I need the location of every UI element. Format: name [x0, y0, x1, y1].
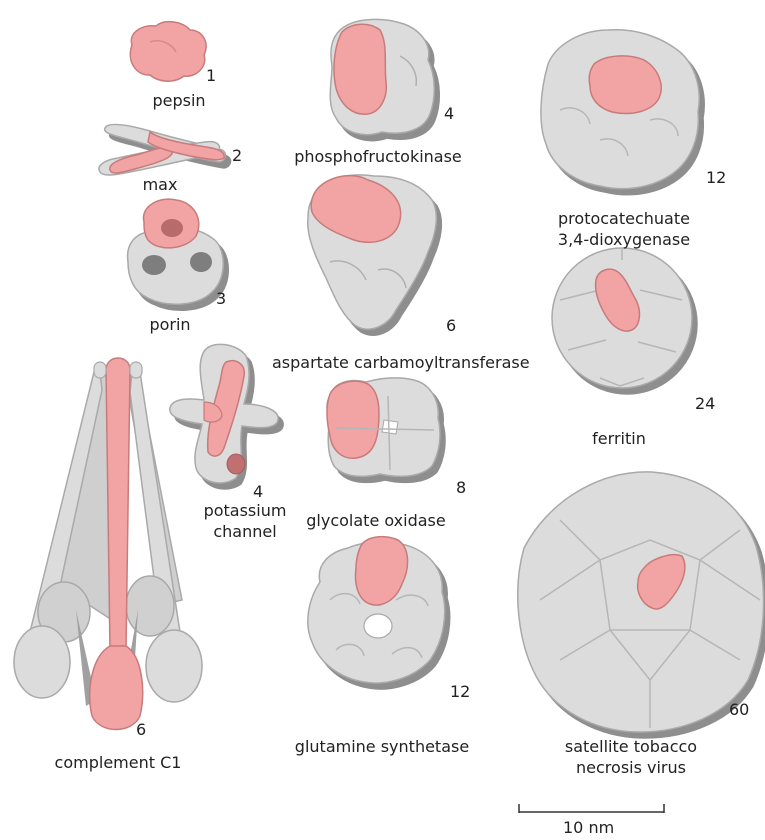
ferritin-count: 24 [695, 394, 715, 414]
potassium-channel-label-line2: channel [198, 521, 292, 542]
protocatechuate-dioxygenase-label-line2: 3,4-dioxygenase [554, 229, 694, 250]
complement-c1-label: complement C1 [28, 752, 208, 773]
max-label: max [130, 174, 190, 195]
potassium-channel-structure [170, 344, 278, 483]
scale-bar [519, 804, 664, 813]
aspartate-carbamoyltransferase-structure [308, 175, 437, 329]
aspartate-carbamoyltransferase-label: aspartate carbamoyltransferase [272, 352, 526, 373]
porin-structure [128, 199, 224, 304]
glutamine-synthetase-count: 12 [450, 682, 470, 702]
max-count: 2 [232, 146, 242, 166]
protocatechuate-dioxygenase-structure [541, 30, 699, 189]
pepsin-structure [130, 22, 206, 82]
glycolate-oxidase-label: glycolate oxidase [306, 510, 446, 531]
potassium-channel-count: 4 [253, 482, 263, 502]
phosphofructokinase-label: phosphofructokinase [288, 146, 468, 167]
satellite-tobacco-necrosis-virus-label-line2: necrosis virus [556, 757, 706, 778]
potassium-channel-label-line1: potassium [198, 500, 292, 521]
glutamine-synthetase-structure [308, 537, 445, 683]
glutamine-synthetase-label: glutamine synthetase [292, 736, 472, 757]
porin-label: porin [130, 314, 210, 335]
protocatechuate-dioxygenase-label-line1: protocatechuate [554, 208, 694, 229]
pepsin-label: pepsin [134, 90, 224, 111]
protocatechuate-dioxygenase-count: 12 [706, 168, 726, 188]
potassium-channel-label: potassium channel [198, 500, 292, 542]
protocatechuate-dioxygenase-label: protocatechuate 3,4-dioxygenase [554, 208, 694, 250]
glycolate-oxidase-count: 8 [456, 478, 466, 498]
ferritin-label: ferritin [574, 428, 664, 449]
glycolate-oxidase-structure [327, 378, 440, 477]
scale-bar-label: 10 nm [563, 818, 614, 837]
satellite-tobacco-necrosis-virus-structure [518, 472, 764, 732]
phosphofructokinase-count: 4 [444, 104, 454, 124]
ferritin-structure [552, 248, 692, 388]
satellite-tobacco-necrosis-virus-label-line1: satellite tobacco [556, 736, 706, 757]
satellite-tobacco-necrosis-virus-count: 60 [729, 700, 749, 720]
aspartate-carbamoyltransferase-count: 6 [446, 316, 456, 336]
pepsin-count: 1 [206, 66, 216, 86]
porin-count: 3 [216, 289, 226, 309]
phosphofructokinase-structure [330, 19, 434, 134]
complement-c1-count: 6 [136, 720, 146, 740]
max-structure [99, 124, 226, 175]
satellite-tobacco-necrosis-virus-label: satellite tobacco necrosis virus [556, 736, 706, 778]
